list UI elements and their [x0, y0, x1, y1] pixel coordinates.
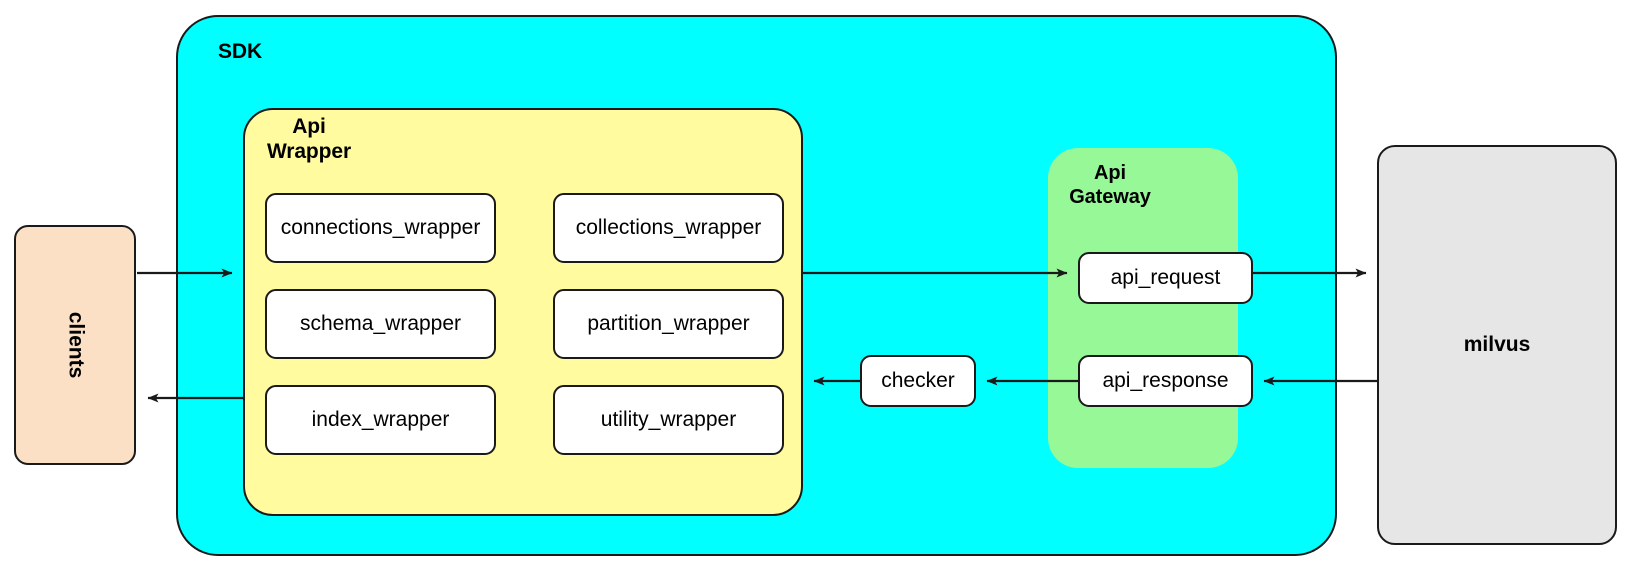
node-checker-label: checker: [881, 369, 955, 392]
container-api-wrapper-label: Api Wrapper: [266, 115, 352, 163]
node-connections-wrapper[interactable]: connections_wrapper: [265, 193, 496, 263]
node-collections-wrapper[interactable]: collections_wrapper: [553, 193, 784, 263]
node-checker[interactable]: checker: [860, 355, 976, 407]
node-api-response-label: api_response: [1102, 369, 1229, 392]
node-schema-wrapper[interactable]: schema_wrapper: [265, 289, 496, 359]
node-clients[interactable]: clients: [14, 225, 136, 465]
node-partition-wrapper[interactable]: partition_wrapper: [553, 289, 784, 359]
node-milvus-label: milvus: [1463, 333, 1531, 356]
node-schema-wrapper-label: schema_wrapper: [299, 312, 462, 335]
node-api-request-label: api_request: [1110, 266, 1221, 289]
node-milvus[interactable]: milvus: [1377, 145, 1617, 545]
container-sdk-label: SDK: [218, 40, 263, 63]
node-api-request[interactable]: api_request: [1078, 252, 1253, 304]
node-collections-wrapper-label: collections_wrapper: [575, 216, 762, 239]
node-clients-label: clients: [64, 311, 87, 379]
node-api-response[interactable]: api_response: [1078, 355, 1253, 407]
node-utility-wrapper[interactable]: utility_wrapper: [553, 385, 784, 455]
node-index-wrapper-label: index_wrapper: [311, 408, 450, 431]
container-api-gateway: [1048, 148, 1238, 468]
node-index-wrapper[interactable]: index_wrapper: [265, 385, 496, 455]
node-partition-wrapper-label: partition_wrapper: [587, 312, 750, 335]
node-connections-wrapper-label: connections_wrapper: [280, 216, 481, 239]
container-api-gateway-label: Api Gateway: [1069, 162, 1151, 208]
node-utility-wrapper-label: utility_wrapper: [600, 408, 737, 431]
